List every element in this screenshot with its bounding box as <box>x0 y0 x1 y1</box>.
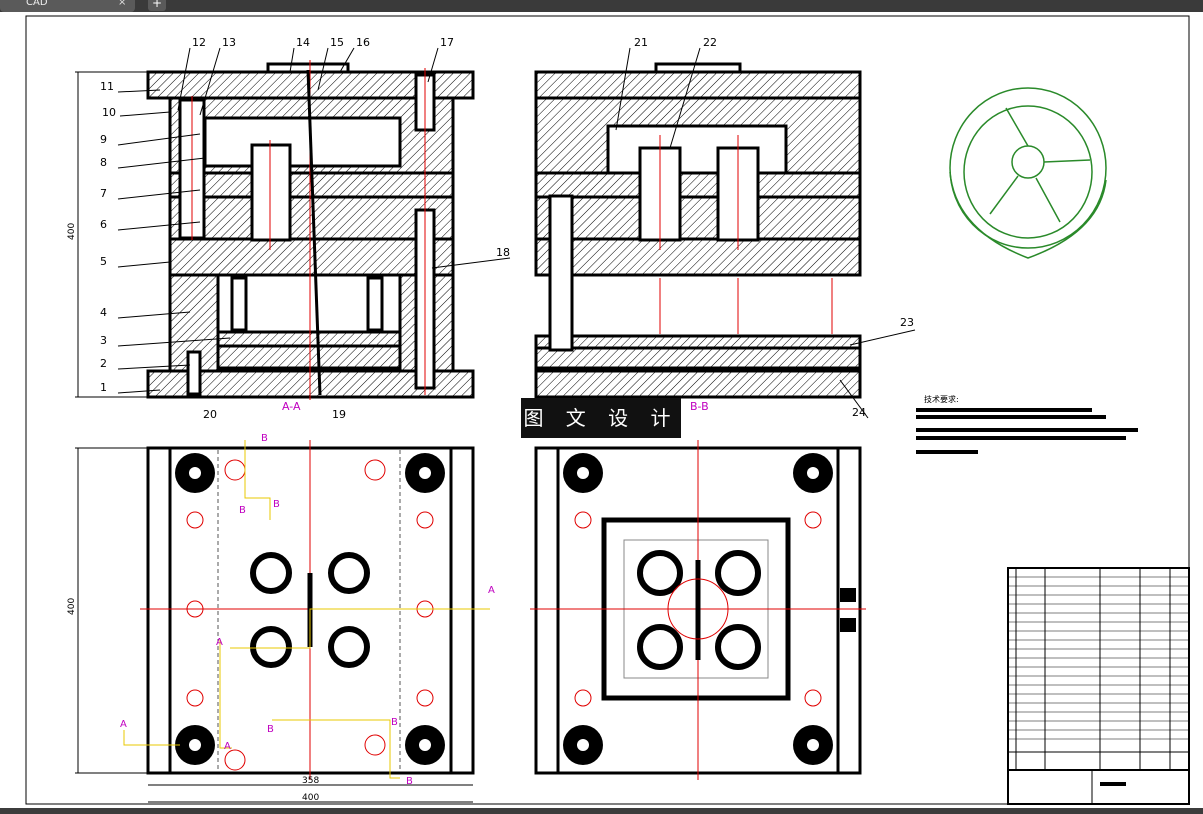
callout-20: 20 <box>203 408 217 421</box>
height-dim-plan: 400 <box>67 598 77 615</box>
callout-5: 5 <box>100 255 107 268</box>
callout-19: 19 <box>332 408 346 421</box>
tech-requirements-title: 技术要求: <box>924 394 959 404</box>
width-dim-outer: 400 <box>302 793 319 803</box>
close-tab-icon[interactable]: × <box>118 0 127 8</box>
callout-14: 14 <box>296 36 310 49</box>
callout-12: 12 <box>192 36 206 49</box>
callout-23: 23 <box>900 316 914 329</box>
height-dim-a: 400 <box>67 223 77 240</box>
new-tab-button[interactable]: + <box>148 0 166 11</box>
tech-requirements-redacted <box>916 408 1138 454</box>
marker-b-6: B <box>406 776 413 787</box>
marker-a-4: A <box>224 741 231 752</box>
drawing-canvas[interactable]: 400 12 13 14 15 16 17 11 10 9 8 7 6 5 4 … <box>0 12 1203 808</box>
callout-11: 11 <box>100 80 114 93</box>
marker-b-3: B <box>273 499 280 510</box>
tab-title: CAD <box>26 0 48 8</box>
callout-9: 9 <box>100 133 107 146</box>
brand-watermark: 图 文 设 计 <box>521 398 681 438</box>
plan-view-left: B B B A A A A B B B 400 358 400 <box>67 433 495 803</box>
callout-15: 15 <box>330 36 344 49</box>
status-bar <box>0 808 1203 814</box>
marker-b-1: B <box>261 433 268 444</box>
plan-view-right <box>530 440 866 780</box>
section-view-b <box>534 62 862 399</box>
callout-7: 7 <box>100 187 107 200</box>
section-label-a: A-A <box>282 400 301 413</box>
section-label-b: B-B <box>690 400 709 413</box>
part-3d-view <box>949 87 1107 259</box>
marker-b-2: B <box>239 505 246 516</box>
marker-b-4: B <box>267 724 274 735</box>
callout-3: 3 <box>100 334 107 347</box>
callout-24: 24 <box>852 406 866 419</box>
width-dim-inner: 358 <box>302 776 319 786</box>
callout-17: 17 <box>440 36 454 49</box>
drawing-border <box>25 15 1190 805</box>
tab-bar: CAD × + <box>0 0 1203 12</box>
callout-21: 21 <box>634 36 648 49</box>
callout-2: 2 <box>100 357 107 370</box>
bill-of-materials <box>1007 567 1190 805</box>
callout-1: 1 <box>100 381 107 394</box>
callout-22: 22 <box>703 36 717 49</box>
callout-16: 16 <box>356 36 370 49</box>
callouts-a: 12 13 14 15 16 17 11 10 9 8 7 6 5 4 3 2 … <box>100 36 510 421</box>
marker-a-3: A <box>120 719 127 730</box>
marker-a-1: A <box>488 585 495 596</box>
drawing-svg: 400 12 13 14 15 16 17 11 10 9 8 7 6 5 4 … <box>25 15 1190 805</box>
tab-cad[interactable]: CAD × <box>0 0 135 12</box>
marker-a-2: A <box>216 637 223 648</box>
callout-4: 4 <box>100 306 107 319</box>
callout-18: 18 <box>496 246 510 259</box>
bom-rows <box>1008 576 1189 740</box>
callout-13: 13 <box>222 36 236 49</box>
callout-8: 8 <box>100 156 107 169</box>
marker-b-5: B <box>391 717 398 728</box>
title-block-redacted <box>1100 782 1126 786</box>
callout-6: 6 <box>100 218 107 231</box>
callout-10: 10 <box>102 106 116 119</box>
